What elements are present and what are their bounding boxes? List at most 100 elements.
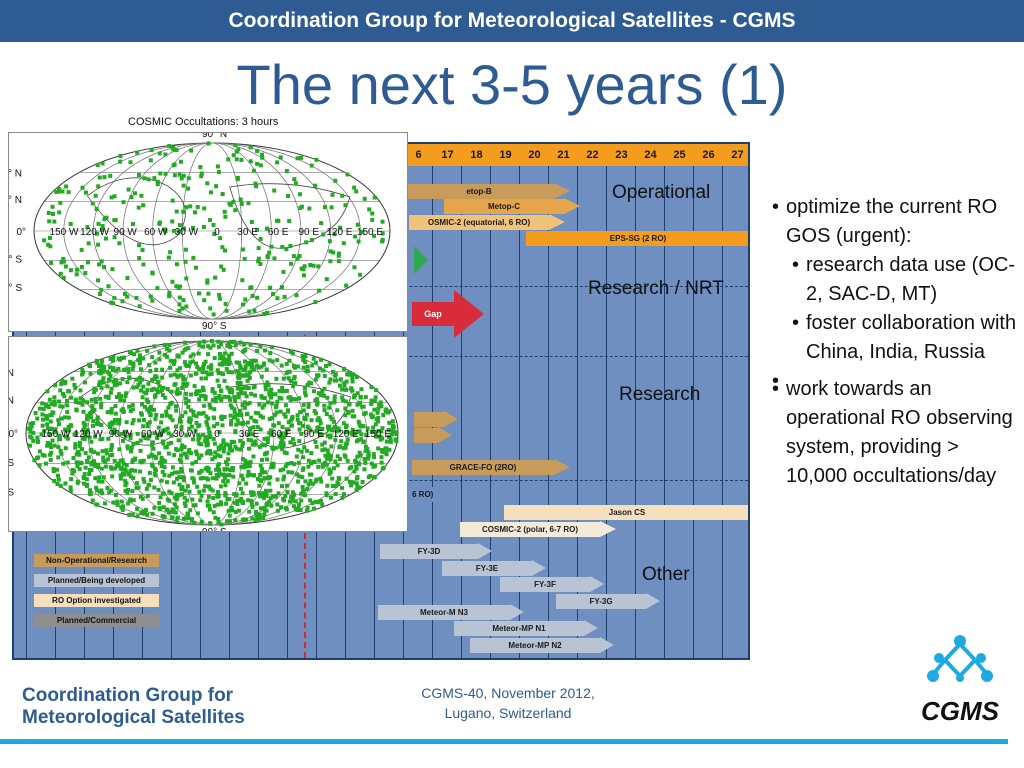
occultation-point xyxy=(203,376,208,381)
occultation-point xyxy=(208,521,213,526)
occultation-point xyxy=(270,416,275,421)
occultation-point xyxy=(82,380,87,385)
occultation-point xyxy=(264,367,269,372)
occultation-point xyxy=(304,412,309,417)
occultation-point xyxy=(97,475,102,480)
occultation-point xyxy=(299,431,304,436)
occultation-point xyxy=(49,445,54,450)
occultation-point xyxy=(109,488,114,493)
occultation-point xyxy=(149,462,154,467)
bar-eps-sg: EPS-SG (2 RO) xyxy=(526,231,748,246)
occultation-point xyxy=(64,434,69,439)
occultation-point xyxy=(231,474,236,479)
map-lon-label: 150 W xyxy=(42,429,71,440)
occultation-point xyxy=(364,433,369,438)
occultation-point xyxy=(331,369,336,374)
occultation-point xyxy=(196,351,201,356)
occultation-point xyxy=(244,412,249,417)
occultation-point xyxy=(270,494,275,499)
occultation-point xyxy=(190,497,195,502)
occultation-point xyxy=(336,251,341,256)
occultation-point xyxy=(208,435,213,440)
occultation-point xyxy=(123,478,128,483)
occultation-point xyxy=(200,370,205,375)
occultation-point xyxy=(235,381,240,386)
occultation-point xyxy=(230,389,235,394)
occultation-point xyxy=(184,205,189,210)
occultation-point xyxy=(145,348,150,353)
occultation-point xyxy=(393,430,398,435)
occultation-point xyxy=(341,421,346,426)
occultation-point xyxy=(236,508,241,513)
bar-meteor-mp-n1: Meteor-MP N1 xyxy=(454,621,584,636)
occultation-point xyxy=(217,430,222,435)
occultation-point xyxy=(174,284,179,289)
arrow-green xyxy=(414,246,428,274)
map-lon-label: 150 W xyxy=(50,227,79,238)
occultation-point xyxy=(169,471,174,476)
occultation-point xyxy=(290,498,295,503)
occultation-point xyxy=(117,381,122,386)
occultation-point xyxy=(199,468,204,473)
occultation-point xyxy=(35,435,40,440)
occultation-point xyxy=(100,479,105,484)
occultation-point xyxy=(201,393,206,398)
occultation-point xyxy=(46,242,51,247)
occultation-point xyxy=(177,302,182,307)
occultation-point xyxy=(104,236,109,241)
occultation-point xyxy=(179,466,184,471)
occultation-point xyxy=(142,176,147,181)
occultation-point xyxy=(317,458,322,463)
occultation-point xyxy=(28,429,33,434)
occultation-point xyxy=(63,446,68,451)
occultation-point xyxy=(35,439,40,444)
occultation-point xyxy=(177,457,182,462)
occultation-point xyxy=(48,457,53,462)
bar-metop-b: etop-B xyxy=(404,184,554,199)
bullet-text: optimize the current RO GOS (urgent): xyxy=(786,196,998,247)
occultation-point xyxy=(297,439,302,444)
occultation-point xyxy=(373,422,378,427)
occultation-point xyxy=(328,377,333,382)
occultation-point xyxy=(286,427,291,432)
occultation-point xyxy=(109,410,114,415)
occultation-point xyxy=(230,468,235,473)
year-label: 22 xyxy=(586,149,599,161)
occultation-point xyxy=(194,420,199,425)
occultation-point xyxy=(170,465,175,470)
occultation-point xyxy=(355,484,360,489)
occultation-point xyxy=(330,192,335,197)
occultation-point xyxy=(170,509,175,514)
occultation-point xyxy=(99,227,104,232)
occultation-point xyxy=(254,419,259,424)
occultation-point xyxy=(206,365,211,370)
year-label: 26 xyxy=(702,149,715,161)
occultation-point xyxy=(363,460,368,465)
occultation-point xyxy=(383,409,388,414)
occultation-point xyxy=(66,190,71,195)
occultation-point xyxy=(390,419,395,424)
occultation-point xyxy=(52,430,57,435)
occultation-point xyxy=(56,418,61,423)
occultation-point xyxy=(284,431,289,436)
occultation-point xyxy=(384,439,389,444)
occultation-point xyxy=(295,156,300,161)
occultation-point xyxy=(232,394,237,399)
occultation-point xyxy=(185,381,190,386)
occultation-point xyxy=(317,426,322,431)
occultation-point xyxy=(390,428,395,433)
occultation-point xyxy=(140,377,145,382)
occultation-point xyxy=(320,448,325,453)
occultation-point xyxy=(275,502,280,507)
occultation-point xyxy=(230,465,235,470)
occultation-point xyxy=(262,505,267,510)
occultation-point xyxy=(230,508,235,513)
occultation-point xyxy=(94,488,99,493)
occultation-point xyxy=(140,402,145,407)
occultation-point xyxy=(251,454,256,459)
occultation-point xyxy=(328,414,333,419)
occultation-point xyxy=(279,431,284,436)
occultation-point xyxy=(245,401,250,406)
occultation-point xyxy=(223,493,228,498)
